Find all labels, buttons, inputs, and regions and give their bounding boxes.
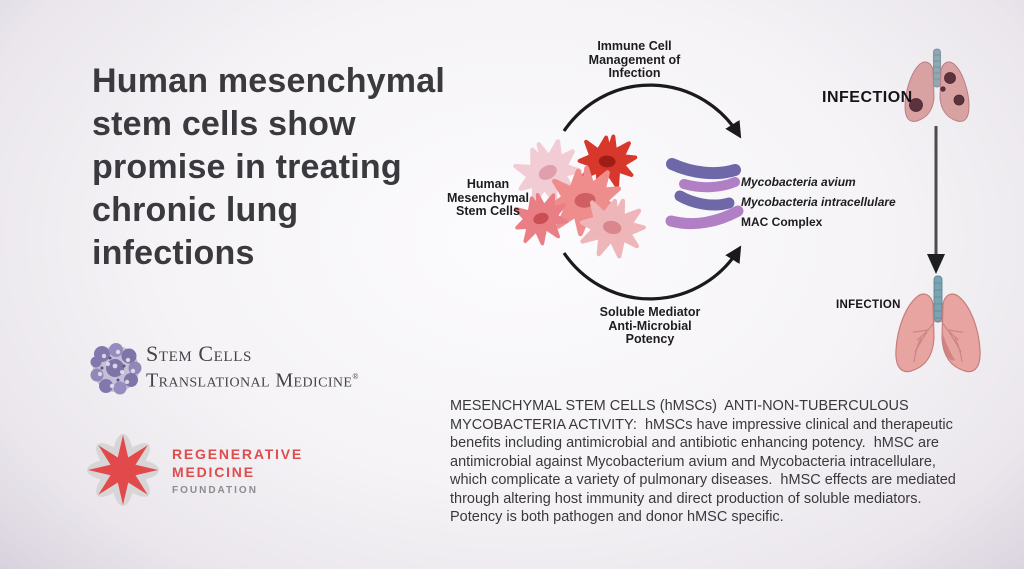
bacteria-rods-icon <box>665 158 744 230</box>
stem-cell-cluster-icon <box>509 127 650 266</box>
journal-cells-icon <box>90 343 142 395</box>
foundation-logo-line1: REGENERATIVE <box>172 446 304 462</box>
journal-logo-line1: Stem Cells <box>146 341 252 366</box>
infected-lungs-icon <box>904 48 970 122</box>
bacteria-label-avium: Mycobacteria avium <box>741 175 856 189</box>
infection-label-bottom: INFECTION <box>836 299 901 311</box>
foundation-logo-line3: FOUNDATION <box>172 485 258 496</box>
body-paragraph: MESENCHYMAL STEM CELLS (hMSCs) ANTI-NON-… <box>450 398 960 525</box>
journal-logo-line2: Translational Medicine® <box>146 369 359 392</box>
bacteria-label-mac-complex: MAC Complex <box>741 215 823 229</box>
infection-label-top: INFECTION <box>822 89 913 106</box>
page-title: Human mesenchymal stem cells show promis… <box>92 62 445 272</box>
journal-logo: Stem Cells Translational Medicine® <box>146 342 359 392</box>
foundation-logo: REGENERATIVE MEDICINE FOUNDATION <box>172 445 303 496</box>
healthy-lungs-icon <box>895 275 981 373</box>
bacteria-label-intracellulare: Mycobacteria intracellulare <box>741 195 896 209</box>
diagram-top-label: Immune Cell Management of Infection <box>588 39 681 80</box>
foundation-logo-line2: MEDICINE <box>172 464 255 480</box>
foundation-flower-icon <box>87 434 159 506</box>
diagram-left-label: Human Mesenchymal Stem Cells <box>447 177 529 218</box>
registered-mark: ® <box>352 372 359 381</box>
down-arrow-icon <box>927 126 945 274</box>
circular-arrows-icon <box>562 83 742 301</box>
diagram-bottom-label: Soluble Mediator Anti-Microbial Potency <box>599 305 701 346</box>
